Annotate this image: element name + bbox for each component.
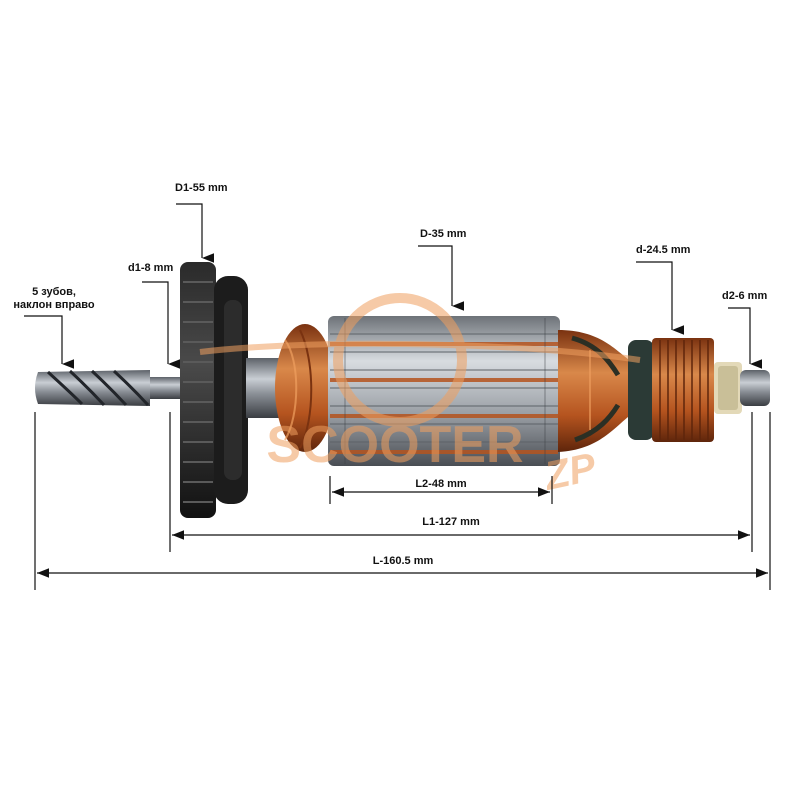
label-d-35: D-35 mm	[420, 228, 467, 240]
label-d-24-5: d-24.5 mm	[636, 244, 691, 256]
teeth-pointer	[24, 315, 74, 369]
label-d2-6: d2-6 mm	[722, 290, 768, 302]
label-l1-127: L1-127 mm	[422, 516, 480, 528]
cooling-fan	[180, 262, 248, 518]
label-l2-48: L2-48 mm	[415, 478, 467, 490]
label-l-160-5: L-160.5 mm	[372, 555, 434, 567]
d1-8-pointer	[142, 281, 180, 369]
d-35-pointer	[418, 245, 464, 311]
label-teeth: 5 зубов, наклон вправо	[4, 286, 104, 312]
commutator	[652, 338, 714, 442]
d2-6-pointer	[728, 307, 762, 369]
commutator-riser	[628, 340, 654, 440]
watermark-suffix: ZP	[540, 445, 600, 499]
label-d1-8: d1-8 mm	[128, 262, 174, 274]
d-24-5-pointer	[636, 261, 684, 335]
label-d1-55: D1-55 mm	[175, 182, 228, 194]
d1-55-pointer	[176, 203, 214, 263]
pinion-gear	[35, 369, 150, 407]
right-winding	[558, 330, 632, 452]
watermark-word: SCOOTER	[266, 416, 523, 474]
shaft-end	[714, 362, 770, 414]
label-teeth-line1: 5 зубов,	[32, 286, 76, 298]
watermark: SCOOTER ZP	[199, 293, 641, 499]
label-teeth-line2: наклон вправо	[13, 299, 95, 311]
